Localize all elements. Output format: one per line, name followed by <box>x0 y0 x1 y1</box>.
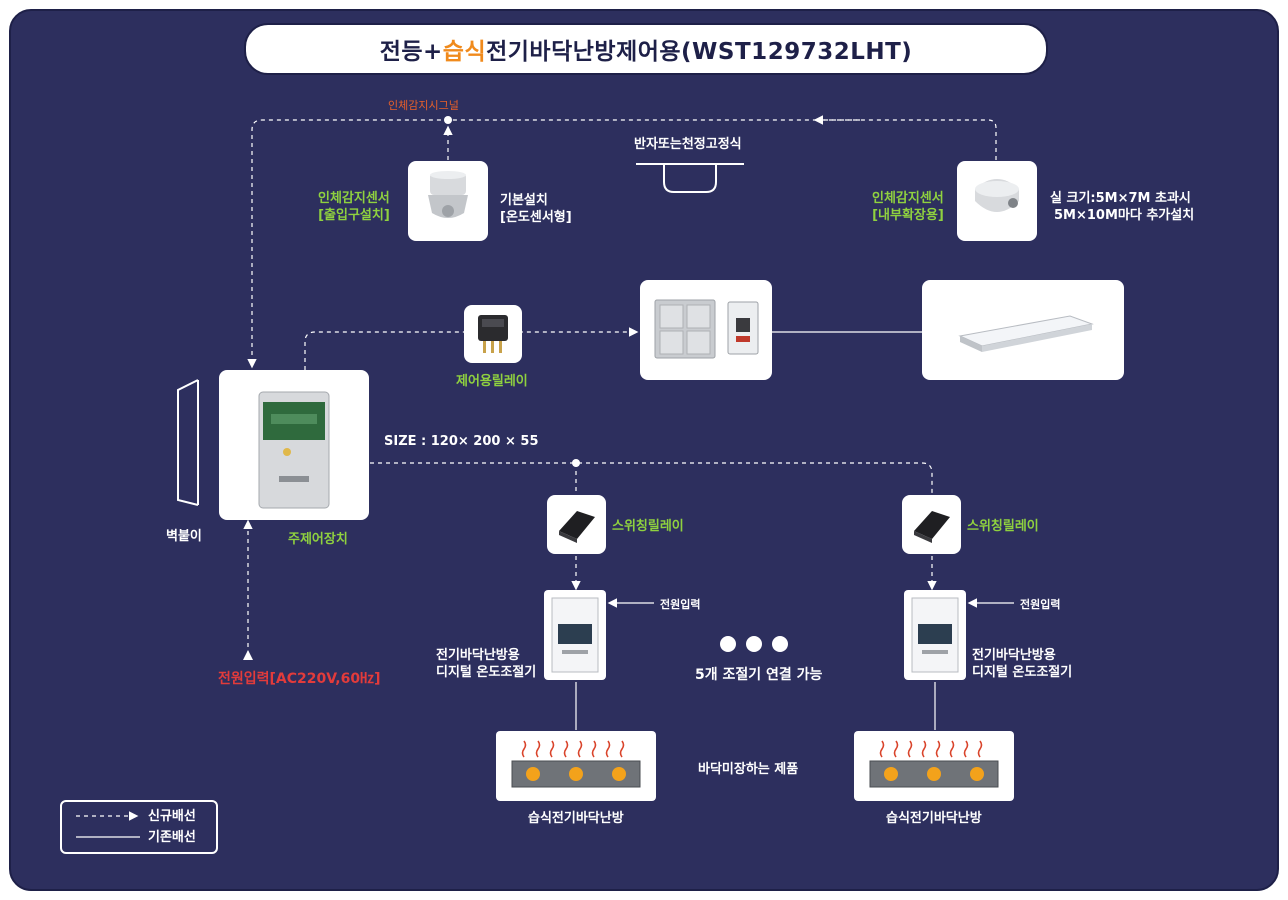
thermostat-icon <box>551 597 599 673</box>
legend-existing: 기존배선 <box>148 830 196 845</box>
control-relay-label: 제어용릴레이 <box>456 374 528 389</box>
more-dot-3 <box>772 636 788 652</box>
more-dot-2 <box>746 636 762 652</box>
switching-relay-1-label: 스위칭릴레이 <box>612 519 684 534</box>
thermostat-1-labels: 전기바닥난방용 디지털 온도조절기 <box>436 647 536 681</box>
sensor-left-notes: 기본설치 [온도센서형] <box>500 192 572 226</box>
sensor-left-note2: [온도센서형] <box>500 210 572 225</box>
sensor-left-labels: 인체감지센서 [출입구설치] <box>318 190 390 224</box>
wall-mount-label: 벽붙이 <box>166 529 202 544</box>
sensor-left-name: 인체감지센서 <box>318 191 390 206</box>
wall-switch-icon <box>654 299 759 359</box>
legend <box>60 800 218 854</box>
thermostat-icon <box>911 597 959 673</box>
power-marker <box>243 650 253 660</box>
main-controller-card <box>219 370 369 520</box>
main-power-label: 전원입력[AC220V,60㎐] <box>218 671 381 687</box>
thermostat-2-line1: 전기바닥난방용 <box>972 648 1056 663</box>
sensor-right-name: 인체감지센서 <box>872 191 944 206</box>
lamp-card <box>922 280 1124 380</box>
main-controller-label: 주제어장치 <box>288 532 348 547</box>
title-highlight: 습식 <box>442 39 487 65</box>
relay-icon <box>478 315 508 353</box>
sensor-right-notes: 실 크기:5M×7M 초과시 5M×10M마다 추가설치 <box>1050 190 1194 224</box>
switch-panel-card <box>640 280 772 380</box>
sensor-left-note1: 기본설치 <box>500 193 548 208</box>
controller-box-icon <box>258 391 330 509</box>
thermostat-1-power: 전원입력 <box>660 598 701 611</box>
heater-note: 바닥미장하는 제품 <box>698 762 799 777</box>
title-suffix: 전기바닥난방제어용(WST129732LHT) <box>486 39 913 65</box>
more-label: 5개 조절기 연결 가능 <box>695 667 823 683</box>
switching-relay-2-label: 스위칭릴레이 <box>967 519 1039 534</box>
thermostat-2-power: 전원입력 <box>1020 598 1061 611</box>
signal-label: 인체감지시그널 <box>388 99 459 112</box>
heater-2-card <box>854 731 1014 801</box>
thermostat-2-card <box>904 590 966 680</box>
relay-box-icon <box>559 511 595 543</box>
control-relay-card <box>464 305 522 363</box>
switching-relay-2-card <box>902 495 961 554</box>
thermostat-2-labels: 전기바닥난방용 디지털 온도조절기 <box>972 647 1072 681</box>
signal-junction-dot <box>444 116 452 124</box>
sensor-right-card <box>957 161 1037 241</box>
motion-sensor-icon <box>975 179 1019 212</box>
bus-line <box>370 462 933 494</box>
wall-bracket <box>177 379 199 506</box>
mount-bracket <box>636 163 744 193</box>
heater-1-card <box>496 731 656 801</box>
motion-sensor-icon <box>428 171 468 218</box>
ceiling-lamp-icon <box>958 315 1094 352</box>
thermostat-1-line2: 디지털 온도조절기 <box>436 665 537 680</box>
sensor-right-note2: 5M×10M마다 추가설치 <box>1054 208 1195 223</box>
floor-heater-icon <box>511 740 641 788</box>
title-prefix: 전등+ <box>379 39 443 65</box>
sensor-left-sub: [출입구설치] <box>318 208 390 223</box>
sensor-right-note1: 실 크기:5M×7M 초과시 <box>1050 191 1191 206</box>
legend-new: 신규배선 <box>148 809 196 824</box>
mount-label: 반자또는천정고정식 <box>634 137 742 152</box>
switching-relay-1-card <box>547 495 606 554</box>
thermostat-2-line2: 디지털 온도조절기 <box>972 665 1073 680</box>
bus-junction-dot <box>572 459 580 467</box>
heater-1-label: 습식전기바닥난방 <box>528 811 624 826</box>
main-size-label: SIZE : 120× 200 × 55 <box>384 434 539 449</box>
sensor-right-labels: 인체감지센서 [내부확장용] <box>872 190 944 224</box>
more-dot-1 <box>720 636 736 652</box>
floor-heater-icon <box>869 740 999 788</box>
sensor-right-sub: [내부확장용] <box>872 208 944 223</box>
sensor-left-card <box>408 161 488 241</box>
signal-line <box>247 119 997 369</box>
thermostat-1-card <box>544 590 606 680</box>
relay-box-icon <box>914 511 950 543</box>
thermostat-1-line1: 전기바닥난방용 <box>436 648 520 663</box>
heater-2-label: 습식전기바닥난방 <box>886 811 982 826</box>
